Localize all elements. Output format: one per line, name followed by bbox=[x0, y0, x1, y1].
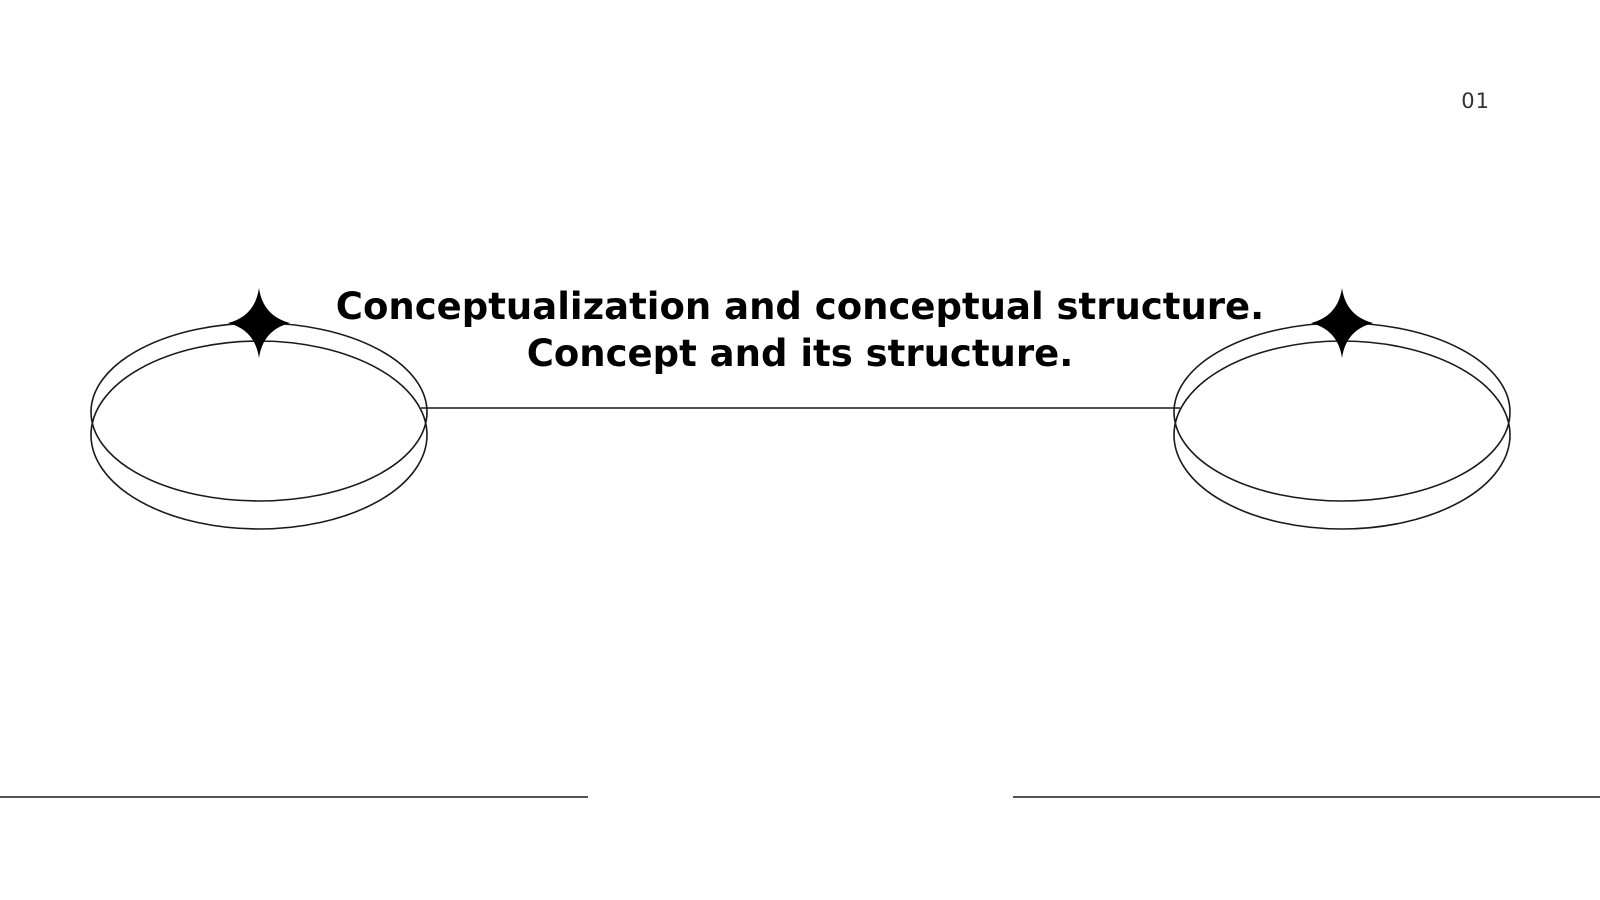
slide-title-line-1: Conceptualization and conceptual structu… bbox=[335, 285, 1265, 328]
slide-title: Conceptualization and conceptual structu… bbox=[300, 283, 1300, 377]
page-number: 01 bbox=[1461, 89, 1490, 113]
right-sparkle-icon bbox=[1311, 288, 1373, 358]
slide-title-line-2: Concept and its structure. bbox=[526, 332, 1074, 375]
left-sparkle-icon bbox=[228, 288, 290, 358]
